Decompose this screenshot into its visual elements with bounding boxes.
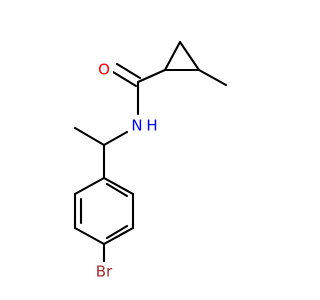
nitrogen-label: N <box>131 117 142 135</box>
ring-bond-1 <box>73 176 106 196</box>
carbonyl-bond-2 <box>115 62 142 80</box>
molecule-diagram: O N H Br <box>73 40 228 281</box>
methine-methyl-bond <box>73 126 106 147</box>
hydrogen-label: H <box>146 117 157 135</box>
bromine-label-background <box>93 262 117 280</box>
ring-bond-4 <box>102 226 135 246</box>
cyclopropane-bond-2 <box>178 40 201 72</box>
ring-inner-double-bond-3 <box>105 182 129 198</box>
nitrogen-label-background <box>129 116 146 134</box>
bromine-label: Br <box>96 263 113 281</box>
bonds-group <box>73 40 228 264</box>
cyclopropane-bond-1 <box>163 40 182 72</box>
nitrogen-to-methine-bond <box>102 130 129 147</box>
cyclopropyl-methyl-bond <box>197 68 228 87</box>
carbonyl-bond-1 <box>111 70 138 88</box>
ring-bond-6 <box>102 176 135 196</box>
carbonyl-to-cyclopropyl-bond <box>136 68 167 84</box>
oxygen-label-background <box>96 60 113 78</box>
molecule-structure-svg: O N H Br <box>73 40 228 281</box>
oxygen-label: O <box>98 61 110 79</box>
atom-labels-group: O N H Br <box>93 60 158 281</box>
ring-inner-double-bond-2 <box>105 224 129 240</box>
ring-bond-3 <box>73 226 106 246</box>
